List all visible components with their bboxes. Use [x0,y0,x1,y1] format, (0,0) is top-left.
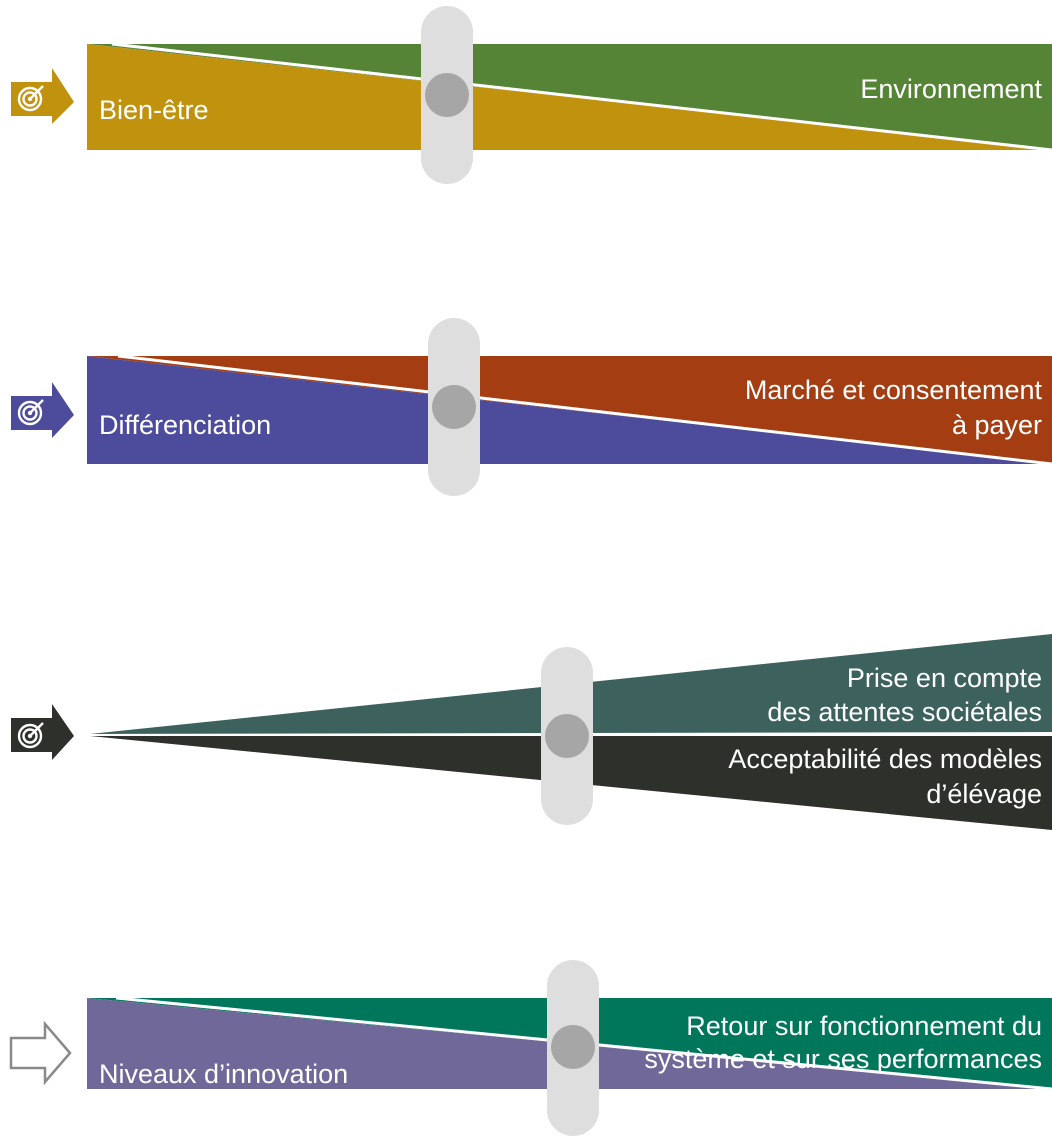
right-label-line-1: Retour sur fonctionnement du [686,1011,1042,1041]
row-arrow-marker [9,1020,72,1086]
slider-knob[interactable] [545,714,589,758]
slider[interactable] [541,647,593,825]
right-label-line-2: système et sur ses performances [644,1044,1042,1074]
row-differenciation: Différenciation Marché et consentement à… [11,318,1052,496]
right-label-line-2: à payer [952,410,1042,440]
target-icon [17,85,44,112]
top-label-line-2: des attentes sociétales [767,697,1042,727]
right-label: Environnement [860,74,1042,104]
slider[interactable] [421,6,473,184]
outline-arrow-icon [9,1020,72,1086]
row-bien-etre: Bien-être Environnement [11,6,1052,184]
slider[interactable] [547,960,599,1136]
slider-knob[interactable] [432,385,476,429]
bottom-label-line-2: d’élévage [926,779,1042,809]
right-label-line-1: Marché et consentement [745,375,1043,405]
row-attentes: Prise en compte des attentes sociétales … [11,634,1052,830]
divider-line [111,42,1052,152]
target-icon [17,722,44,749]
top-label-line-1: Prise en compte [847,663,1042,693]
left-label: Niveaux d’innovation [99,1059,348,1089]
slider[interactable] [428,318,480,496]
row-arrow-marker [11,382,74,438]
divider-line [117,354,1052,466]
slider-knob[interactable] [551,1025,595,1069]
row-arrow-marker [11,68,74,124]
bottom-label-line-1: Acceptabilité des modèles [728,744,1042,774]
row-arrow-marker [11,704,74,760]
slider-knob[interactable] [425,73,469,117]
left-label: Différenciation [99,410,271,440]
left-label: Bien-être [99,95,209,125]
target-icon [17,399,44,426]
row-innovation: Niveaux d’innovation Retour sur fonction… [9,960,1052,1136]
